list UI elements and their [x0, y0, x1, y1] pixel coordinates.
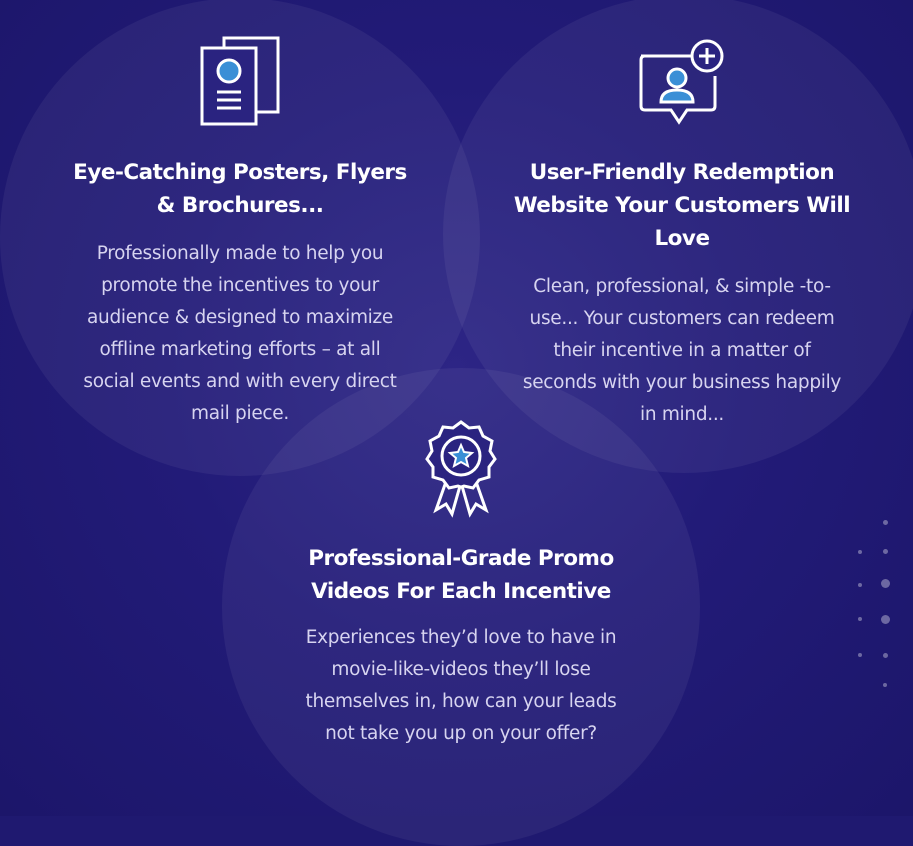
feature-description: Professionally made to help you promote … — [83, 243, 397, 424]
feature-description: Experiences they’d love to have in movie… — [305, 627, 617, 744]
feature-posters: Eye-Catching Posters, Flyers & Brochures… — [40, 36, 440, 430]
feature-title: User-Friendly Redemption Website Your Cu… — [513, 160, 851, 251]
feature-description: Clean, professional, & simple -to- use..… — [522, 276, 842, 425]
feature-videos: Professional-Grade Promo Videos For Each… — [262, 418, 660, 750]
decorative-dots — [850, 515, 910, 695]
brochure-icon — [200, 36, 280, 126]
feature-website: User-Friendly Redemption Website Your Cu… — [476, 36, 888, 431]
user-add-chat-icon — [639, 39, 724, 125]
feature-title: Professional-Grade Promo Videos For Each… — [308, 546, 614, 604]
award-ribbon-icon — [425, 420, 497, 518]
feature-title: Eye-Catching Posters, Flyers & Brochures… — [73, 160, 407, 218]
background — [0, 0, 913, 816]
